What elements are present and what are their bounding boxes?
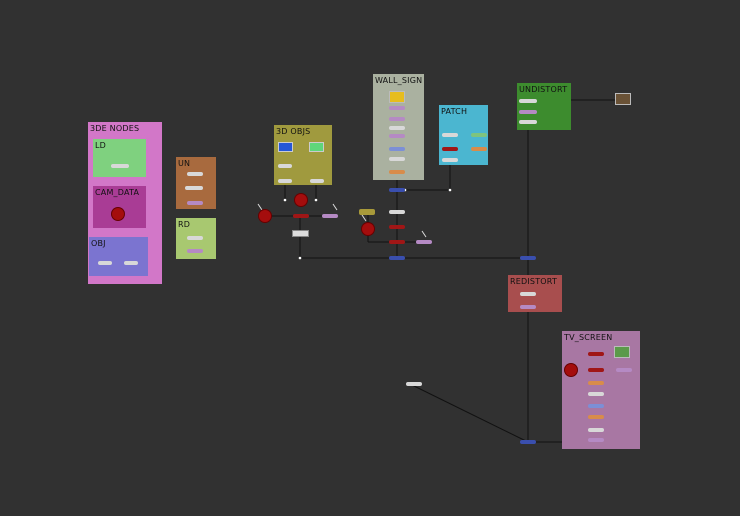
backdrop-label: WALL_SIGN	[375, 76, 423, 85]
tv-node-8[interactable]	[588, 428, 604, 432]
trunk-dot-1[interactable]	[520, 256, 536, 260]
backdrop-label: LD	[95, 141, 107, 150]
camera-node-2[interactable]	[295, 194, 307, 206]
tv-node-3[interactable]	[616, 368, 632, 372]
backdrop-label: PATCH	[441, 107, 468, 116]
merge-x-node[interactable]	[292, 230, 309, 237]
rd-node-1[interactable]	[187, 236, 203, 240]
chain-dot-node[interactable]	[389, 256, 405, 260]
backdrop-cam-data[interactable]: CAM_DATA	[93, 186, 146, 228]
objs-node-1[interactable]	[278, 164, 292, 168]
patch-node-4[interactable]	[471, 147, 487, 151]
redistort-node-1[interactable]	[520, 292, 536, 296]
wall-node-4[interactable]	[389, 134, 405, 138]
trunk-dot-2[interactable]	[520, 440, 536, 444]
obj-read-node-1[interactable]	[98, 261, 112, 265]
wall-node-7[interactable]	[389, 170, 405, 174]
tv-node-5[interactable]	[588, 392, 604, 396]
tv-node-2[interactable]	[588, 368, 604, 372]
undistort-node-1[interactable]	[519, 99, 537, 103]
un-node-1[interactable]	[187, 172, 203, 176]
chain-node-olive[interactable]	[359, 209, 375, 215]
chain-node-2[interactable]	[389, 225, 405, 229]
patch-node-3[interactable]	[442, 147, 458, 151]
read-node-thumbnail-icon[interactable]	[389, 91, 405, 103]
card-node-green[interactable]	[309, 142, 324, 152]
backdrop-3d-objs[interactable]: 3D OBJS	[274, 125, 332, 185]
tv-node-7[interactable]	[588, 415, 604, 419]
stray-node[interactable]	[406, 382, 422, 386]
patch-node-2[interactable]	[471, 133, 487, 137]
wall-node-1[interactable]	[389, 106, 405, 110]
lens-distortion-node[interactable]	[111, 164, 129, 168]
wall-node-3[interactable]	[389, 126, 405, 130]
objs-node-2[interactable]	[278, 179, 292, 183]
chain-node-3[interactable]	[389, 240, 405, 244]
undistort-node-2[interactable]	[519, 110, 537, 114]
wall-node-6[interactable]	[389, 157, 405, 161]
redistort-node-2[interactable]	[520, 305, 536, 309]
patch-node-1[interactable]	[442, 133, 458, 137]
backdrop-ld[interactable]: LD	[93, 139, 146, 177]
backdrop-obj[interactable]: OBJ	[89, 237, 148, 276]
backdrop-label: OBJ	[91, 239, 106, 248]
patch-node-5[interactable]	[442, 158, 458, 162]
un-node-3[interactable]	[187, 201, 203, 205]
undistort-node-3[interactable]	[519, 120, 537, 124]
tv-node-6[interactable]	[588, 404, 604, 408]
objs-node-3[interactable]	[310, 179, 324, 183]
backdrop-label: CAM_DATA	[95, 188, 140, 197]
tv-node-4[interactable]	[588, 381, 604, 385]
rd-node-2[interactable]	[187, 249, 203, 253]
scene-node[interactable]	[293, 214, 309, 218]
obj-read-node-2[interactable]	[124, 261, 138, 265]
card-node-blue[interactable]	[278, 142, 293, 152]
tv-node-1[interactable]	[588, 352, 604, 356]
un-node-2[interactable]	[185, 186, 203, 190]
backdrop-label: 3D OBJS	[276, 127, 311, 136]
camera-node-5[interactable]	[565, 364, 577, 376]
chain-node-1[interactable]	[389, 210, 405, 214]
camera-node-icon[interactable]	[112, 208, 124, 220]
read-node-plate-icon[interactable]	[615, 93, 631, 105]
wall-node-5[interactable]	[389, 147, 405, 151]
wall-node-2[interactable]	[389, 117, 405, 121]
wall-dot-node[interactable]	[389, 188, 405, 192]
backdrop-label: UN	[178, 159, 191, 168]
backdrop-un[interactable]: UN	[176, 157, 216, 209]
backdrop-label: REDISTORT	[510, 277, 558, 286]
chain-node-4[interactable]	[416, 240, 432, 244]
backdrop-label: RD	[178, 220, 191, 229]
tv-node-9[interactable]	[588, 438, 604, 442]
backdrop-label: TV_SCREEN	[564, 333, 613, 342]
render-node[interactable]	[322, 214, 338, 218]
backdrop-label: 3DE NODES	[90, 124, 140, 133]
camera-node-4[interactable]	[362, 223, 374, 235]
backdrop-label: UNDISTORT	[519, 85, 568, 94]
camera-node-3[interactable]	[259, 210, 271, 222]
viewer-node-icon[interactable]	[614, 346, 630, 358]
